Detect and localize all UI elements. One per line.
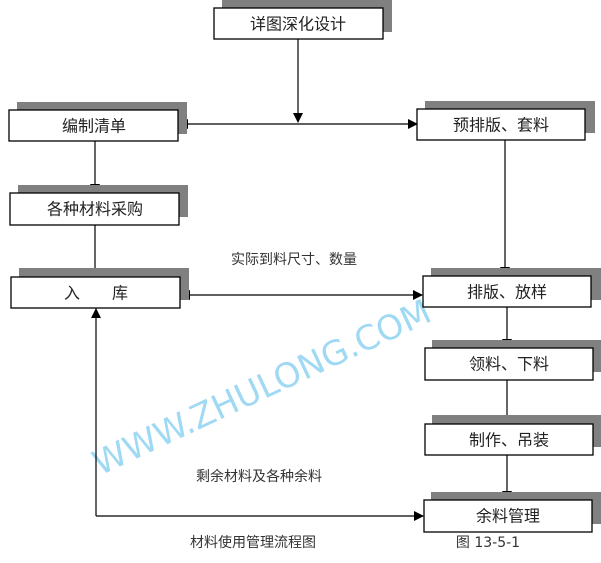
edge-label-surplus-return: 剩余材料及各种余料 (196, 468, 322, 485)
node-label: 领料、下料 (469, 355, 549, 374)
edge-label-actual-material: 实际到料尺寸、数量 (231, 252, 357, 268)
node-label: 入 库 (64, 284, 128, 303)
node-fabrication: 制作、吊装 (424, 415, 601, 456)
node-detail-design: 详图深化设计 (213, 0, 392, 40)
node-label: 详图深化设计 (250, 15, 346, 34)
node-warehouse: 入 库 (10, 268, 189, 309)
watermark: WWW.ZHULONG.COM (87, 292, 438, 484)
connectors (90, 39, 512, 521)
node-label: 预排版、套料 (453, 116, 549, 135)
node-make-list: 编制清单 (8, 102, 187, 142)
node-surplus-management: 余料管理 (423, 492, 601, 533)
node-pre-layout: 预排版、套料 (416, 101, 595, 141)
node-purchase: 各种材料采购 (9, 185, 188, 226)
node-layout: 排版、放样 (422, 268, 601, 308)
node-label: 制作、吊装 (469, 431, 549, 450)
caption-title: 材料使用管理流程图 (190, 534, 316, 551)
node-label: 排版、放样 (467, 283, 547, 302)
node-label: 余料管理 (476, 507, 540, 526)
caption-figure-number: 图 13-5-1 (456, 535, 520, 551)
node-label: 各种材料采购 (47, 200, 143, 219)
node-label: 编制清单 (62, 117, 126, 136)
node-cutting: 领料、下料 (424, 340, 601, 381)
